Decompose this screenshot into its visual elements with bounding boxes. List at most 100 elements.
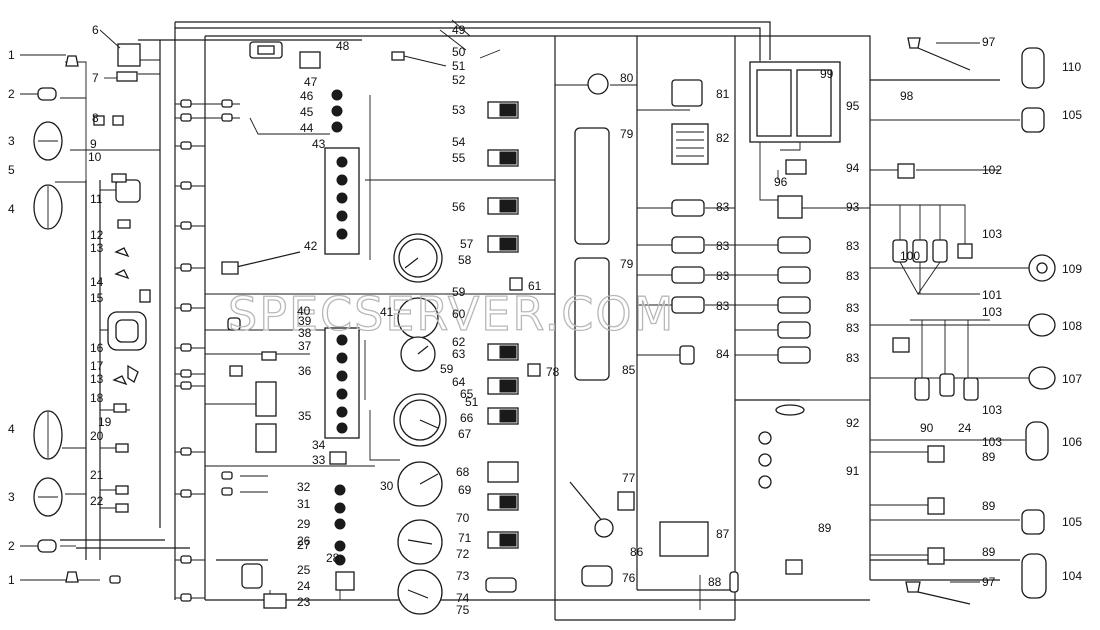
callout-label-97-2: 97	[982, 575, 996, 589]
callout-label-88: 88	[708, 575, 722, 589]
callout-label-5: 5	[8, 163, 15, 177]
callout-label-93: 93	[846, 200, 860, 214]
callout-label-60: 60	[452, 307, 466, 321]
callout-label-66: 66	[460, 411, 474, 425]
callout-label-27: 27	[297, 538, 311, 552]
callout-label-3-2: 3	[8, 490, 15, 504]
callout-label-78: 78	[546, 365, 560, 379]
callout-label-89-4: 89	[982, 545, 996, 559]
callout-label-79-1: 79	[620, 127, 634, 141]
callout-label-25: 25	[297, 563, 311, 577]
callout-label-83-6: 83	[846, 269, 860, 283]
battery-and-right-components	[749, 37, 1056, 605]
callout-label-90: 90	[920, 421, 934, 435]
callout-label-46: 46	[300, 89, 314, 103]
callout-label-44: 44	[300, 121, 314, 135]
callout-label-68: 68	[456, 465, 470, 479]
callout-label-9: 9	[90, 137, 97, 151]
callout-label-103-2: 103	[982, 305, 1002, 319]
callout-label-12: 12	[90, 228, 104, 242]
callout-label-76: 76	[622, 571, 636, 585]
callout-label-47: 47	[304, 75, 318, 89]
callout-label-89-3: 89	[982, 499, 996, 513]
callout-label-41: 41	[380, 305, 394, 319]
callout-label-39: 39	[298, 314, 312, 328]
component-labels: 1122334456789101112131314151617181920212…	[8, 23, 1082, 617]
callout-label-77: 77	[622, 471, 636, 485]
callout-label-17: 17	[90, 359, 104, 373]
callout-label-69: 69	[458, 483, 472, 497]
callout-label-3-1: 3	[8, 134, 15, 148]
callout-label-6: 6	[92, 23, 99, 37]
callout-label-26: 26	[297, 534, 311, 548]
callout-label-101: 101	[982, 288, 1002, 302]
callout-label-73: 73	[456, 569, 470, 583]
callout-label-110: 110	[1062, 60, 1081, 74]
callout-label-23: 23	[297, 595, 311, 609]
callout-label-85: 85	[622, 363, 636, 377]
callout-label-83-4: 83	[716, 299, 730, 313]
callout-label-8: 8	[92, 111, 99, 125]
callout-label-1-1: 1	[8, 48, 15, 62]
callout-label-51-1: 51	[452, 59, 466, 73]
callout-label-22: 22	[90, 494, 104, 508]
callout-label-7: 7	[92, 71, 99, 85]
callout-label-107: 107	[1062, 372, 1082, 386]
callout-label-83-1: 83	[716, 200, 730, 214]
callout-label-63: 63	[452, 347, 466, 361]
callout-label-45: 45	[300, 105, 314, 119]
callout-label-103-4: 103	[982, 435, 1002, 449]
callout-label-81: 81	[716, 87, 730, 101]
callout-label-34: 34	[312, 438, 326, 452]
callout-label-75: 75	[456, 603, 470, 617]
callout-label-64: 64	[452, 375, 466, 389]
callout-label-79-2: 79	[620, 257, 634, 271]
callout-label-2-2: 2	[8, 539, 15, 553]
callout-label-80: 80	[620, 71, 634, 85]
callout-label-19: 19	[98, 415, 112, 429]
callout-label-62: 62	[452, 335, 466, 349]
callout-label-1-2: 1	[8, 573, 15, 587]
callout-label-92: 92	[846, 416, 860, 430]
callout-label-83-3: 83	[716, 269, 730, 283]
callout-label-83-8: 83	[846, 321, 860, 335]
callout-label-87: 87	[716, 527, 730, 541]
callout-label-13-1: 13	[90, 241, 104, 255]
callout-label-18: 18	[90, 391, 104, 405]
callout-label-105-1: 105	[1062, 108, 1082, 122]
callout-label-24-2: 24	[958, 421, 972, 435]
callout-label-35: 35	[298, 409, 312, 423]
callout-label-51-2: 51	[465, 395, 479, 409]
instrument-cluster	[221, 41, 447, 615]
callout-label-42: 42	[304, 239, 318, 253]
callout-label-86: 86	[630, 545, 644, 559]
callout-label-15: 15	[90, 291, 104, 305]
callout-label-54: 54	[452, 135, 466, 149]
callout-label-67: 67	[458, 427, 472, 441]
callout-label-108: 108	[1062, 319, 1082, 333]
callout-label-103-1: 103	[982, 227, 1002, 241]
callout-label-2-1: 2	[8, 87, 15, 101]
callout-label-24-1: 24	[297, 579, 311, 593]
switch-panel	[485, 101, 541, 593]
callout-label-97-1: 97	[982, 35, 996, 49]
callout-label-98: 98	[900, 89, 914, 103]
callout-label-58: 58	[458, 253, 472, 267]
callout-label-55: 55	[452, 151, 466, 165]
callout-label-28: 28	[326, 551, 340, 565]
callout-label-33: 33	[312, 453, 326, 467]
callout-label-71: 71	[458, 531, 472, 545]
callout-label-56: 56	[452, 200, 466, 214]
callout-label-83-2: 83	[716, 239, 730, 253]
callout-label-99: 99	[820, 67, 834, 81]
callout-label-10: 10	[88, 150, 102, 164]
callout-label-52: 52	[452, 73, 466, 87]
callout-label-40: 40	[297, 304, 311, 318]
callout-label-104: 104	[1062, 569, 1082, 583]
callout-label-59-2: 59	[440, 362, 454, 376]
callout-label-49: 49	[452, 23, 466, 37]
callout-label-83-9: 83	[846, 351, 860, 365]
callout-label-4-2: 4	[8, 422, 15, 436]
callout-label-102: 102	[982, 163, 1002, 177]
